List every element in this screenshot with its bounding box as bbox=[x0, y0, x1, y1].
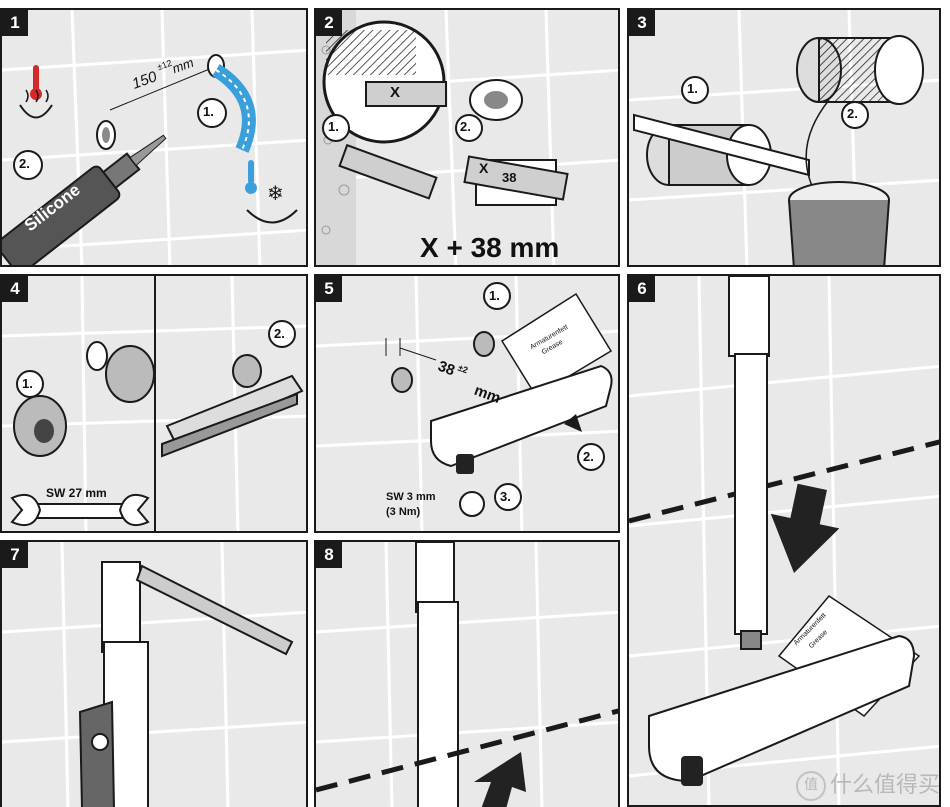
panel-1-illustration: ❄ bbox=[2, 10, 306, 265]
panel-number: 5 bbox=[316, 276, 342, 302]
panel-8-illustration bbox=[316, 542, 618, 807]
watermark: 值什么值得买 bbox=[795, 767, 940, 801]
panel-2-illustration bbox=[316, 10, 618, 265]
step-1: 1. bbox=[203, 104, 214, 119]
step-3: 3. bbox=[500, 489, 511, 504]
panel-6-illustration bbox=[629, 276, 939, 805]
step-2: 2. bbox=[19, 156, 30, 171]
panel-7-illustration bbox=[2, 542, 306, 807]
panel-number: 7 bbox=[2, 542, 28, 568]
step-2: 2. bbox=[274, 326, 285, 341]
wrench-size: SW 27 mm bbox=[46, 486, 107, 500]
step-2: 2. bbox=[847, 106, 858, 121]
step-1: 1. bbox=[489, 288, 500, 303]
watermark-icon: 值 bbox=[795, 771, 826, 801]
wrench-icon bbox=[10, 494, 150, 526]
cold-thermometer-icon: ❄ bbox=[245, 160, 298, 224]
panel-3: 3 1. 2. bbox=[627, 8, 941, 267]
cross-section-x: X bbox=[390, 84, 401, 101]
step-1: 1. bbox=[22, 376, 33, 391]
step-1: 1. bbox=[687, 81, 698, 96]
step-2: 2. bbox=[460, 119, 471, 134]
torque-value: (3 Nm) bbox=[386, 506, 421, 518]
panel-number: 3 bbox=[629, 10, 655, 36]
panel-8: 8 bbox=[314, 540, 620, 807]
cut-mark-38: 38 bbox=[502, 170, 517, 185]
svg-text:❄: ❄ bbox=[267, 183, 284, 205]
cut-mark-x: X bbox=[479, 160, 489, 176]
panel-1: 1 ❄ bbox=[0, 8, 308, 267]
panel-4: 4 SW 27 mm 1. 2. bbox=[0, 274, 308, 533]
hex-key-size: SW 3 mm bbox=[386, 491, 436, 503]
silicone-tube-icon bbox=[2, 134, 167, 265]
panel-3-illustration bbox=[629, 10, 939, 265]
cut-formula: X + 38 mm bbox=[420, 232, 560, 263]
step-2: 2. bbox=[583, 449, 594, 464]
panel-number: 2 bbox=[316, 10, 342, 36]
watermark-text: 什么值得买 bbox=[829, 773, 940, 798]
hot-thermometer-icon bbox=[19, 65, 53, 119]
panel-number: 4 bbox=[2, 276, 28, 302]
panel-number: 1 bbox=[2, 10, 28, 36]
panel-4-illustration bbox=[2, 276, 306, 531]
panel-7: 7 bbox=[0, 540, 308, 807]
panel-5-illustration bbox=[316, 276, 618, 531]
panel-number: 6 bbox=[629, 276, 655, 302]
panel-6: 6 Armaturenfett Grease bbox=[627, 274, 941, 807]
panel-2: 2 X X 38 X + 38 mm 1. 2. bbox=[314, 8, 620, 267]
panel-5: 5 38 ±2 mm Armaturenfett Grease SW 3 mm … bbox=[314, 274, 620, 533]
step-1: 1. bbox=[328, 119, 339, 134]
panel-number: 8 bbox=[316, 542, 342, 568]
